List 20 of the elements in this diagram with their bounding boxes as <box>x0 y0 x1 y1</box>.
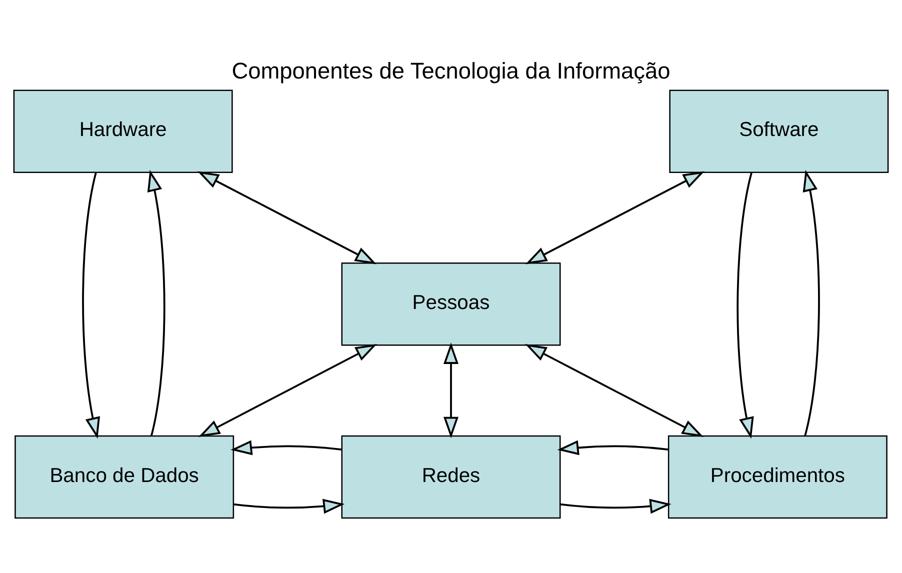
arrow <box>197 171 377 264</box>
arrow <box>802 170 820 436</box>
arrow <box>233 498 345 514</box>
node-box: Software <box>669 90 889 173</box>
arrow <box>557 440 669 456</box>
arrow <box>443 342 459 438</box>
arrow <box>525 171 705 264</box>
diagram-title: Componentes de Tecnologia da Informação <box>232 57 670 84</box>
arrow <box>736 172 754 439</box>
arrow <box>230 440 342 456</box>
node-box: Banco de Dados <box>14 435 234 519</box>
node-box: Pessoas <box>341 262 561 346</box>
arrow <box>198 344 377 438</box>
node-box: Hardware <box>13 90 233 173</box>
node-box: Redes <box>341 435 561 519</box>
arrow <box>82 172 100 439</box>
arrow <box>147 170 166 436</box>
arrow <box>525 344 704 438</box>
node-box: Procedimentos <box>668 435 888 519</box>
arrow <box>560 498 672 514</box>
